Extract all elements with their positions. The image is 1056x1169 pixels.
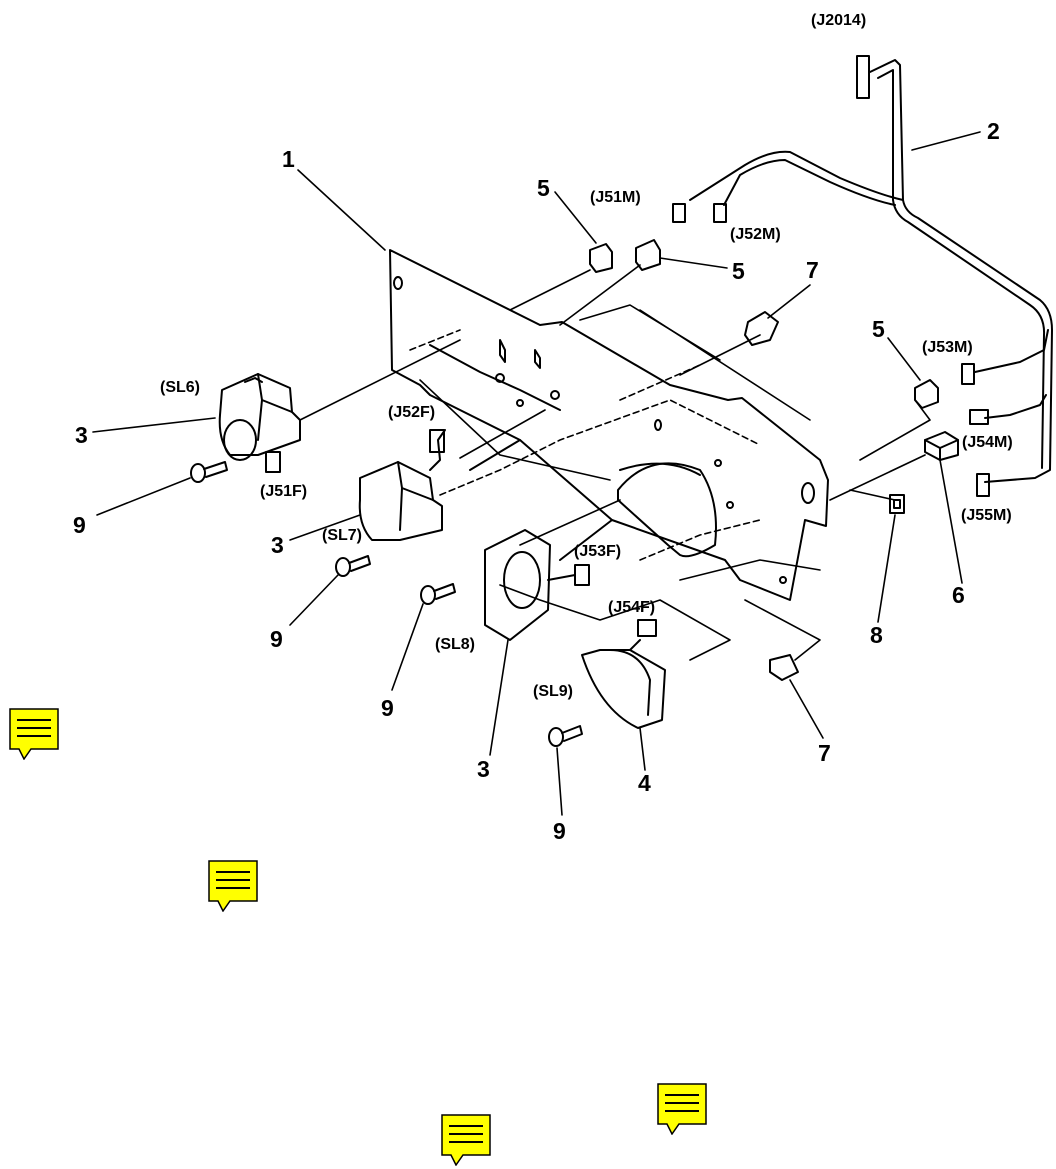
label-j52f: (J52F) xyxy=(388,404,436,421)
label-j51f: (J51F) xyxy=(260,483,308,500)
callout-7-top: 7 xyxy=(806,257,819,283)
solenoid-sl7 xyxy=(360,430,445,540)
connector-housings xyxy=(590,240,938,408)
callout-9-sl8: 9 xyxy=(381,695,394,721)
label-sl6: (SL6) xyxy=(160,379,200,396)
main-bracket-plate xyxy=(390,250,828,600)
callout-2: 2 xyxy=(987,118,1000,144)
comment-note-icon xyxy=(441,1114,491,1166)
label-j55m: (J55M) xyxy=(961,507,1012,524)
label-j54m: (J54M) xyxy=(962,434,1013,451)
callout-5-right: 5 xyxy=(872,316,885,342)
comment-note-icon[interactable] xyxy=(441,1114,491,1166)
callout-3-sl7: 3 xyxy=(271,532,284,558)
label-j2014: (J2014) xyxy=(811,12,867,29)
comment-note-icon[interactable] xyxy=(208,860,258,912)
comment-note-icon xyxy=(657,1083,707,1135)
connector-block xyxy=(925,432,958,460)
callout-5-mid: 5 xyxy=(732,258,745,284)
wire-clips xyxy=(745,312,798,680)
label-j54f: (J54F) xyxy=(608,599,656,616)
comment-note-icon[interactable] xyxy=(9,708,59,760)
callout-7-bottom: 7 xyxy=(818,740,831,766)
solenoid-sl8 xyxy=(485,530,589,640)
label-j52m: (J52M) xyxy=(730,226,781,243)
callout-leaders xyxy=(93,132,980,815)
comment-note-icon xyxy=(9,708,59,760)
comment-note-icon[interactable] xyxy=(657,1083,707,1135)
wire-harness xyxy=(673,56,1052,496)
label-sl9: (SL9) xyxy=(533,683,573,700)
label-j53m: (J53M) xyxy=(922,339,973,356)
label-j53f: (J53F) xyxy=(574,543,622,560)
comment-note-icon xyxy=(208,860,258,912)
label-sl7: (SL7) xyxy=(322,527,362,544)
label-j51m: (J51M) xyxy=(590,189,641,206)
callout-6: 6 xyxy=(952,582,965,608)
solenoid-sl6 xyxy=(220,374,300,472)
solenoid-sl9 xyxy=(582,620,665,728)
callout-4: 4 xyxy=(638,770,651,796)
assembly-guide-lines xyxy=(300,265,930,660)
callout-9-sl7: 9 xyxy=(270,626,283,652)
callout-3-sl6: 3 xyxy=(75,422,88,448)
callout-1: 1 xyxy=(282,146,295,172)
label-sl8: (SL8) xyxy=(435,636,475,653)
callout-8: 8 xyxy=(870,622,883,648)
callout-9-sl9: 9 xyxy=(553,818,566,844)
callout-3-sl8: 3 xyxy=(477,756,490,782)
callout-9-sl6: 9 xyxy=(73,512,86,538)
small-connector-8 xyxy=(890,495,904,513)
callout-5-top: 5 xyxy=(537,175,550,201)
screws xyxy=(191,462,582,746)
